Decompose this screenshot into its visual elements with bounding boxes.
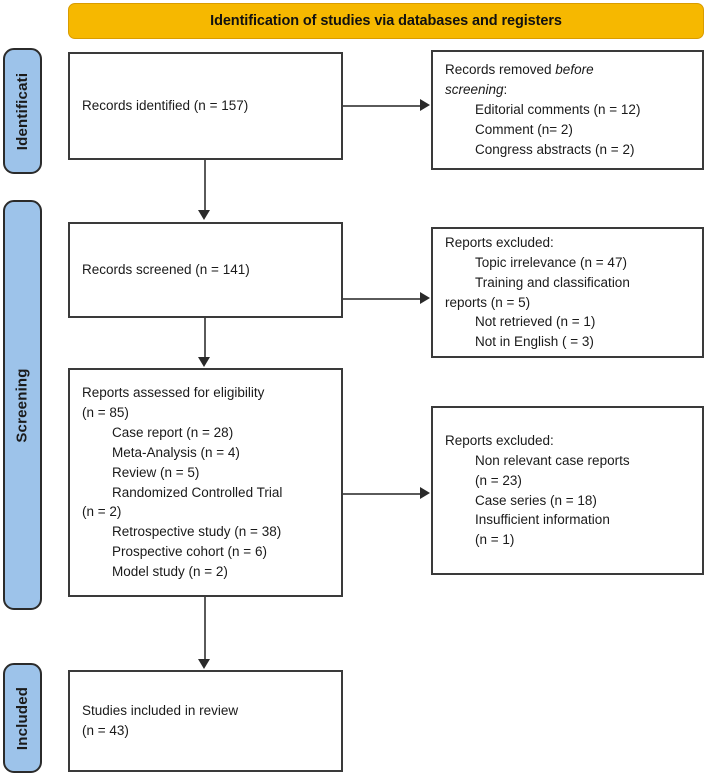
box-line: Review (n = 5) [112, 464, 200, 480]
arrowhead-down-included [198, 659, 210, 669]
arrowhead-down-eligibility [198, 357, 210, 367]
connector-screened-to-eligibility [204, 318, 206, 358]
stage-label-identification: Identificati [3, 48, 42, 174]
box-line: Records removed before [445, 62, 594, 78]
box-reports-excluded-eligibility: Reports excluded: Non relevant case repor… [431, 406, 704, 575]
stage-label-screening-text: Screening [14, 367, 32, 443]
box-line: (n = 43) [82, 723, 129, 738]
box-line: screening: [445, 82, 508, 98]
box-line: Non relevant case reports [475, 452, 630, 468]
stage-label-included-text: Included [14, 686, 31, 750]
box-line: Training and classification [475, 274, 630, 290]
box-line: Not in English ( = 3) [475, 334, 594, 350]
connector-eligibility-to-included [204, 597, 206, 660]
box-reports-assessed-eligibility: Reports assessed for eligibility (n = 85)… [68, 368, 343, 597]
box-line: (n = 85) [82, 405, 129, 421]
stage-label-identification-text: Identificati [14, 72, 32, 150]
box-records-screened-body: Records screened (n = 141) [70, 260, 341, 280]
box-line: Case series (n = 18) [475, 492, 597, 508]
box-line: Records identified (n = 157) [82, 98, 249, 114]
arrowhead-right-removed [420, 99, 430, 111]
box-line: Meta-Analysis (n = 4) [112, 444, 240, 460]
arrowhead-right-excluded-eligibility [420, 487, 430, 499]
box-records-removed-body: Records removed before screening: Editoria… [433, 60, 702, 159]
connector-identified-to-screened [204, 160, 206, 212]
box-line: Insufficient information [475, 512, 610, 528]
box-reports-excluded-screening: Reports excluded: Topic irrelevance (n = … [431, 227, 704, 358]
box-line: Topic irrelevance (n = 47) [475, 254, 627, 270]
box-line: Model study (n = 2) [112, 563, 228, 579]
box-line: (n = 1) [475, 532, 515, 548]
connector-screened-to-excluded [343, 298, 421, 300]
box-line: (n = 2) [82, 504, 122, 520]
box-records-identified-body: Records identified (n = 157) [70, 96, 341, 116]
box-line: Prospective cohort (n = 6) [112, 544, 267, 560]
box-line: (n = 23) [475, 472, 522, 488]
box-line: Comment (n= 2) [475, 121, 573, 137]
box-line: Reports excluded: [445, 432, 554, 448]
banner-title: Identification of studies via databases … [210, 13, 562, 29]
box-studies-included: Studies included in review (n = 43) [68, 670, 343, 772]
box-line: Retrospective study (n = 38) [112, 524, 282, 540]
stage-label-screening: Screening [3, 200, 42, 610]
connector-eligibility-to-excluded [343, 493, 421, 495]
box-records-identified: Records identified (n = 157) [68, 52, 343, 160]
box-records-screened: Records screened (n = 141) [68, 222, 343, 318]
box-studies-included-body: Studies included in review (n = 43) [70, 701, 341, 741]
box-reports-excluded-eligibility-body: Reports excluded: Non relevant case repor… [433, 431, 702, 550]
connector-identified-to-removed [343, 105, 421, 107]
box-line: Studies included in review [82, 703, 239, 719]
box-line: Editorial comments (n = 12) [475, 102, 641, 118]
banner-identification: Identification of studies via databases … [68, 3, 704, 39]
box-line: Reports assessed for eligibility [82, 385, 265, 401]
stage-label-included: Included [3, 663, 42, 773]
box-reports-assessed-eligibility-body: Reports assessed for eligibility (n = 85)… [70, 383, 341, 581]
box-line: Randomized Controlled Trial [112, 484, 283, 500]
box-line: Reports excluded: [445, 234, 554, 250]
box-line: Congress abstracts (n = 2) [475, 141, 635, 157]
box-line: Not retrieved (n = 1) [475, 314, 596, 330]
arrowhead-right-excluded-screening [420, 292, 430, 304]
box-records-removed: Records removed before screening: Editoria… [431, 50, 704, 170]
box-line: reports (n = 5) [445, 294, 531, 310]
box-reports-excluded-screening-body: Reports excluded: Topic irrelevance (n = … [433, 233, 702, 352]
box-line-emphasis: screening [445, 82, 504, 98]
box-line: Case report (n = 28) [112, 424, 234, 440]
arrowhead-down-screened [198, 210, 210, 220]
box-line-emphasis: before [555, 62, 594, 78]
box-line: Records screened (n = 141) [82, 262, 250, 278]
